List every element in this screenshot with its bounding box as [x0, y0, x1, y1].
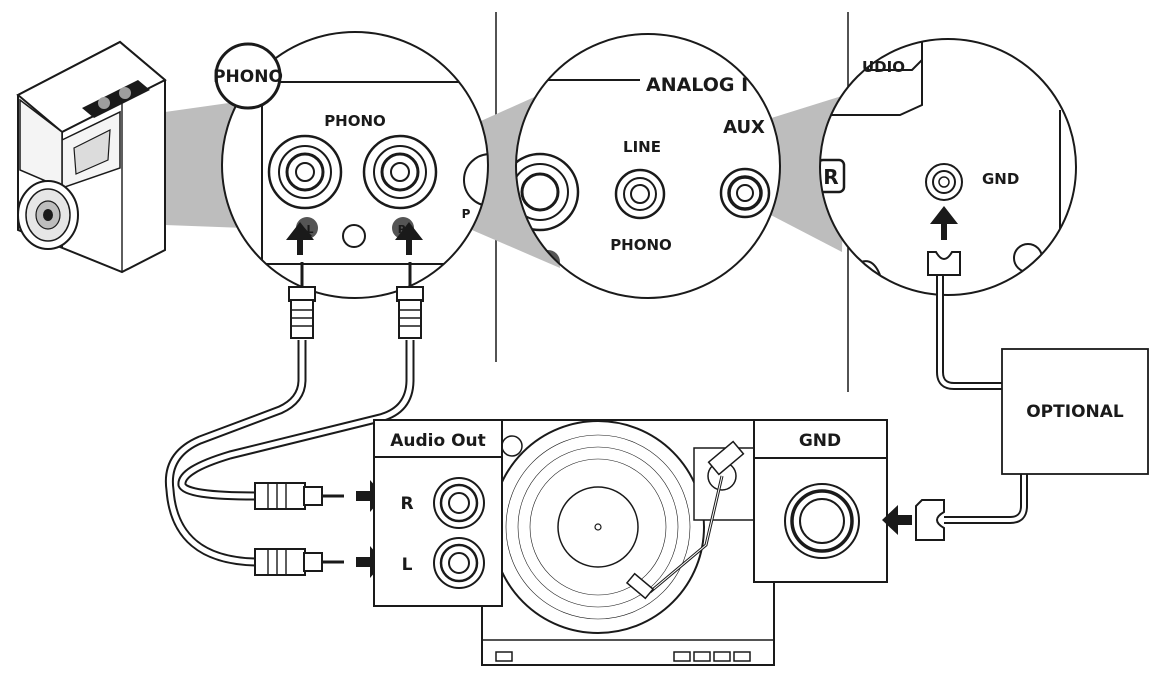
- left-channel-label: L: [306, 223, 313, 236]
- phono-input-label: PHONO: [610, 236, 672, 254]
- turntable: [481, 419, 775, 666]
- rca-plug-l-horizontal: [254, 548, 344, 576]
- speaker: [16, 40, 167, 274]
- arrow-left-icon: [882, 505, 912, 535]
- side-letter: R: [823, 165, 838, 189]
- rca-plug-left: [288, 262, 316, 339]
- svg-text:OPTIONAL: OPTIONAL: [1026, 402, 1124, 422]
- zoom-circle-ground: UDIO R GND: [819, 38, 1077, 296]
- svg-text:PHONO: PHONO: [213, 67, 283, 87]
- arrow-up-icon: [930, 206, 958, 240]
- rca-plug-right: [396, 262, 424, 339]
- panel-label-phono: PHONO: [324, 112, 386, 130]
- arrow-up-icon: [395, 222, 423, 255]
- gnd-panel-title: GND: [799, 431, 841, 451]
- phono-badge: PHONO: [213, 42, 283, 110]
- audio-out-right-label: R: [400, 494, 413, 514]
- line-label: LINE: [623, 138, 661, 156]
- rca-cable-left: [164, 340, 307, 567]
- gnd-panel: [753, 419, 888, 583]
- audio-out-left-label: L: [402, 555, 413, 575]
- audio-out-panel: [373, 419, 503, 607]
- arrow-up-icon: [286, 222, 314, 255]
- cut-label: P: [462, 207, 471, 221]
- audio-out-title: Audio Out: [390, 431, 486, 451]
- ground-view-header: UDIO: [862, 58, 905, 76]
- rca-plug-r-horizontal: [254, 482, 344, 510]
- right-channel-label: R: [398, 223, 407, 236]
- zoom-circle-speaker-phono: PHONO L R P: [221, 31, 489, 299]
- gnd-terminal-label: GND: [982, 170, 1019, 188]
- optional-box: OPTIONAL: [1001, 348, 1149, 475]
- ground-wire: [944, 474, 1026, 522]
- rca-cable-right: [177, 340, 415, 501]
- analog-input-header: ANALOG I: [646, 74, 748, 96]
- ground-wire: [938, 276, 1004, 388]
- zoom-circle-analog-input: ANALOG I LINE PHONO AUX: [515, 33, 781, 299]
- ground-wire: [944, 474, 1028, 524]
- ground-fork-connector: [915, 499, 945, 541]
- aux-label: AUX: [723, 117, 765, 138]
